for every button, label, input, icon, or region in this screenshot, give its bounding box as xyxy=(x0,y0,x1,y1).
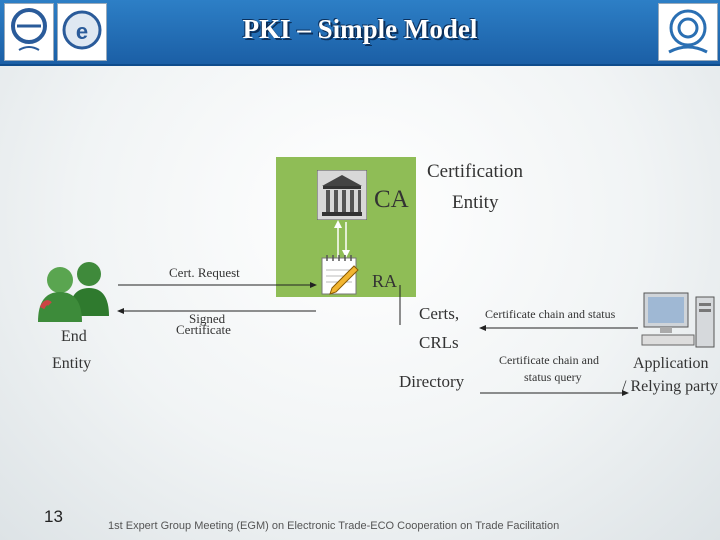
courthouse-icon xyxy=(316,169,368,221)
cert-request-label: Cert. Request xyxy=(169,265,240,280)
svg-text:e: e xyxy=(76,19,88,44)
application-line2: / Relying party xyxy=(622,378,718,395)
certs-line2: CRLs xyxy=(419,333,459,352)
application-line1: Application xyxy=(633,355,709,372)
directory-label: Directory xyxy=(399,372,465,391)
chain-query-line1: Certificate chain and xyxy=(499,353,599,367)
title-banner xyxy=(0,0,720,66)
certification-entity-line2: Entity xyxy=(452,192,499,213)
ra-directory-connector xyxy=(399,285,401,325)
chain-query-arrow xyxy=(480,390,629,396)
notepad-pencil-icon xyxy=(318,252,364,298)
slide-title: PKI – Simple Model xyxy=(242,14,478,44)
ca-label: CA xyxy=(374,186,409,213)
signed-certificate-line1: Signed xyxy=(189,311,226,326)
users-icon xyxy=(32,258,114,324)
eco-logo-right xyxy=(658,3,718,61)
certs-line1: Certs, xyxy=(419,304,460,323)
chain-query-line2: status query xyxy=(524,370,582,384)
page-number: 13 xyxy=(44,507,63,526)
end-entity-line1: End xyxy=(61,328,87,345)
certification-entity-line1: Certification xyxy=(427,161,524,182)
chain-status-label: Certificate chain and status xyxy=(485,307,616,321)
signed-certificate-arrow xyxy=(117,308,316,314)
computer-icon xyxy=(640,289,718,355)
footer-text: 1st Expert Group Meeting (EGM) on Electr… xyxy=(108,520,560,532)
organization-logo-left xyxy=(4,3,54,61)
end-entity-line2: Entity xyxy=(52,355,92,372)
ca-ra-arrows xyxy=(334,220,350,258)
ra-label: RA xyxy=(372,271,398,291)
chain-status-arrow xyxy=(479,325,638,331)
signed-certificate-line2: Certificate xyxy=(176,322,231,337)
organization-logo-center: e xyxy=(57,3,107,61)
cert-request-arrow xyxy=(118,282,317,288)
